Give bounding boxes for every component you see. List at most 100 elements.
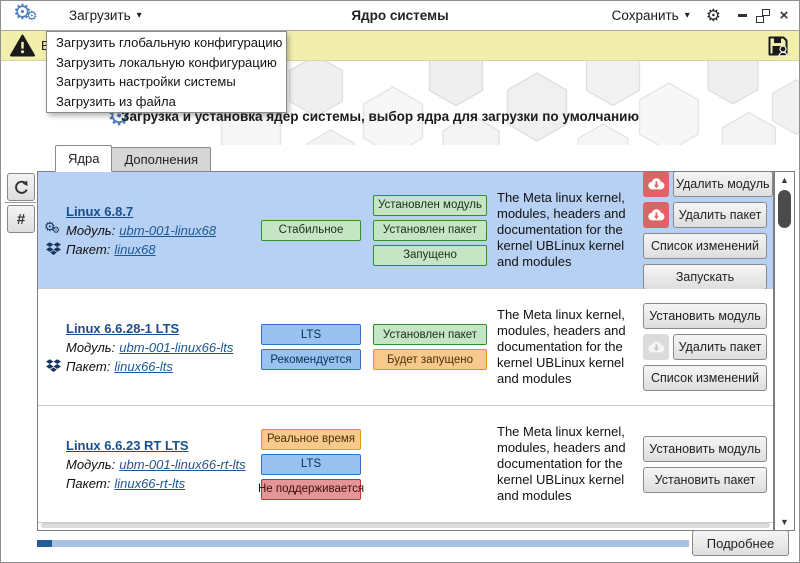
action-button[interactable]: Установить пакет — [643, 466, 767, 493]
module-installed-icon: ⚙⚙ — [44, 219, 61, 235]
package-installed-icon — [44, 242, 62, 256]
badge-column-1: Стабильное — [261, 219, 361, 241]
package-label: Пакет: — [66, 241, 111, 257]
action-button[interactable]: Запускать — [643, 263, 767, 290]
status-badge: Установлен пакет — [373, 219, 487, 241]
action-button[interactable]: Установить модуль — [643, 435, 767, 462]
package-link[interactable]: linux66-lts — [114, 358, 173, 374]
module-link[interactable]: ubm-001-linux68 — [119, 222, 217, 238]
action-button[interactable]: Удалить модуль — [673, 172, 773, 197]
kernel-description: The Meta linux kernel, modules, headers … — [497, 424, 626, 503]
action-row: Удалить модуль — [643, 172, 773, 197]
module-link[interactable]: ubm-001-linux66-lts — [119, 339, 234, 355]
chevron-down-icon: ▾ — [684, 10, 690, 21]
minimize-button[interactable] — [735, 9, 749, 23]
action-button[interactable]: Удалить пакет — [673, 334, 767, 360]
window-controls: × — [735, 7, 791, 24]
status-badge: Реальное время — [261, 428, 361, 450]
action-row: Удалить пакет — [643, 334, 767, 360]
progress-bar — [37, 540, 689, 547]
menu-item[interactable]: Загрузить глобальную конфигурацию — [56, 35, 283, 50]
kernel-row[interactable]: Linux 6.6.23 RT LTS ⚙⚙ Модуль: ubm-001-l… — [38, 406, 773, 523]
status-badge: Не поддерживается — [258, 478, 364, 500]
save-config-icon[interactable] — [766, 34, 790, 58]
cloud-download-icon-button[interactable] — [643, 201, 669, 228]
refresh-button[interactable] — [7, 173, 35, 201]
status-badge: LTS — [261, 453, 361, 475]
status-badge: LTS — [261, 324, 361, 345]
action-row: Запускать — [643, 263, 767, 290]
badge-column-1: LTS Рекомендуется — [261, 324, 361, 370]
status-badge: Стабильное — [261, 219, 361, 241]
package-link[interactable]: linux66-rt-lts — [114, 475, 186, 491]
refresh-icon — [14, 180, 28, 194]
action-button[interactable]: Список изменений — [643, 232, 767, 259]
cloud-download-icon — [648, 208, 665, 220]
action-row: Список изменений — [643, 232, 767, 259]
scroll-down-icon[interactable]: ▼ — [780, 517, 789, 527]
warning-text: В — [41, 38, 50, 53]
vertical-scrollbar[interactable]: ▲ ▼ — [774, 171, 795, 531]
menu-item[interactable]: Загрузить локальную конфигурацию — [56, 54, 277, 70]
menu-item[interactable]: Загрузить настройки системы — [56, 74, 236, 89]
action-button[interactable]: Список изменений — [643, 365, 767, 391]
kernel-title-link[interactable]: Linux 6.8.7 — [66, 203, 134, 219]
kernel-title-link[interactable]: Linux 6.6.28-1 LTS — [66, 320, 180, 336]
cloud-download-icon-button[interactable] — [643, 334, 669, 360]
side-divider — [5, 202, 36, 203]
cloud-download-icon — [648, 177, 665, 189]
status-badge: Установлен пакет — [373, 324, 487, 345]
package-label: Пакет: — [66, 358, 111, 374]
kernel-info: Linux 6.8.7 ⚙⚙ Модуль: ubm-001-linux68 — [44, 202, 259, 258]
status-badge: Запущено — [373, 244, 487, 266]
kernel-actions: Установить модуль Удалить пакет Список и… — [643, 303, 767, 391]
save-menu-button[interactable]: Сохранить ▾ — [611, 8, 690, 23]
horizontal-scrollbar[interactable] — [41, 523, 770, 528]
menu-item[interactable]: Загрузить из файла — [56, 93, 176, 109]
action-row: Установить модуль — [643, 303, 767, 329]
action-button[interactable]: Установить модуль — [643, 303, 767, 329]
tab-дополнения[interactable]: Дополнения — [111, 147, 212, 172]
status-badge: Установлен модуль — [373, 194, 487, 216]
kernel-row[interactable]: Linux 6.8.7 ⚙⚙ Модуль: ubm-001-linux68 — [38, 172, 773, 290]
module-label: Модуль: — [66, 456, 116, 472]
kernel-row[interactable]: Linux 6.6.28-1 LTS ⚙⚙ Модуль: ubm-001-li… — [38, 289, 773, 406]
status-badge: Рекомендуется — [261, 349, 361, 370]
module-link[interactable]: ubm-001-linux66-rt-lts — [119, 456, 246, 472]
scroll-up-icon[interactable]: ▲ — [780, 175, 789, 185]
package-link[interactable]: linux68 — [114, 241, 156, 257]
settings-gear-icon[interactable]: ⚙ — [705, 6, 721, 25]
kernel-actions: Установить модуль Установить пакет — [643, 435, 767, 493]
module-label: Модуль: — [66, 222, 116, 238]
kernel-title-link[interactable]: Linux 6.6.23 RT LTS — [66, 437, 189, 453]
kernel-description: The Meta linux kernel, modules, headers … — [497, 190, 626, 269]
warning-triangle-icon — [10, 34, 35, 57]
cloud-download-icon-button[interactable] — [643, 172, 669, 197]
details-button[interactable]: Подробнее — [692, 530, 789, 556]
chevron-down-icon: ▾ — [136, 10, 142, 21]
app-logo-gears-icon: ⚙⚙ — [13, 0, 38, 24]
action-row: Удалить пакет — [643, 201, 767, 228]
maximize-button[interactable] — [756, 8, 770, 23]
package-installed-icon — [44, 359, 62, 373]
package-label: Пакет: — [66, 475, 111, 491]
kernel-description: The Meta linux kernel, modules, headers … — [497, 307, 626, 386]
scrollbar-thumb[interactable] — [778, 190, 791, 228]
close-button[interactable]: × — [779, 7, 789, 24]
titlebar: ⚙⚙ Ядро системы Загрузить ▾ Сохранить ▾ … — [1, 1, 799, 31]
action-button[interactable]: Удалить пакет — [673, 201, 767, 228]
kernel-info: Linux 6.6.28-1 LTS ⚙⚙ Модуль: ubm-001-li… — [44, 319, 259, 375]
hash-button[interactable]: # — [7, 205, 35, 233]
load-menu-button[interactable]: Загрузить ▾ — [69, 8, 142, 23]
progress-fill — [37, 540, 52, 547]
action-row: Установить пакет — [643, 466, 767, 493]
kernel-list-panel: Linux 6.8.7 ⚙⚙ Модуль: ubm-001-linux68 — [37, 171, 774, 531]
action-row: Список изменений — [643, 365, 767, 391]
tab-ядра[interactable]: Ядра — [55, 145, 113, 172]
